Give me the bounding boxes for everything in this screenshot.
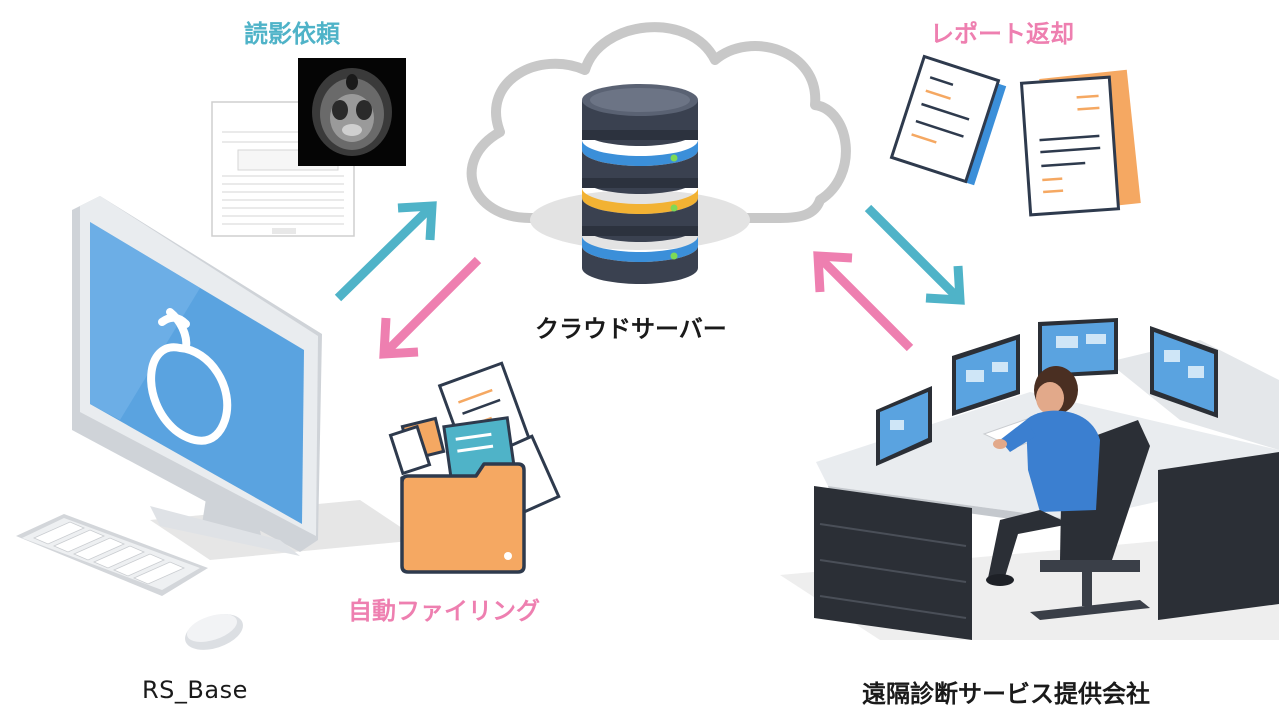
- database-server-icon: [582, 84, 698, 284]
- keyboard-icon: [16, 514, 208, 596]
- cloud-server-label: クラウドサーバー: [535, 315, 727, 343]
- arrow-send-to-company: [864, 204, 965, 305]
- folder-with-documents-icon: [388, 361, 561, 574]
- reading-request-label: 読影依頼: [244, 20, 340, 48]
- desktop-monitor-icon: [72, 196, 420, 560]
- mouse-icon: [185, 614, 243, 650]
- auto-filing-label: 自動ファイリング: [348, 597, 540, 625]
- arrow-report-return: [813, 251, 914, 352]
- report-return-label: レポート返却: [930, 20, 1074, 48]
- arrow-download-filing: [379, 256, 482, 359]
- report-documents-icon: [889, 54, 1141, 217]
- arrow-upload-request: [334, 201, 437, 302]
- remote-company-label: 遠隔診断サービス提供会社: [862, 680, 1150, 708]
- mri-scan-icon: [298, 58, 406, 166]
- operator-workstation-icon: [780, 318, 1279, 640]
- rs-base-label: RS_Base: [142, 676, 248, 704]
